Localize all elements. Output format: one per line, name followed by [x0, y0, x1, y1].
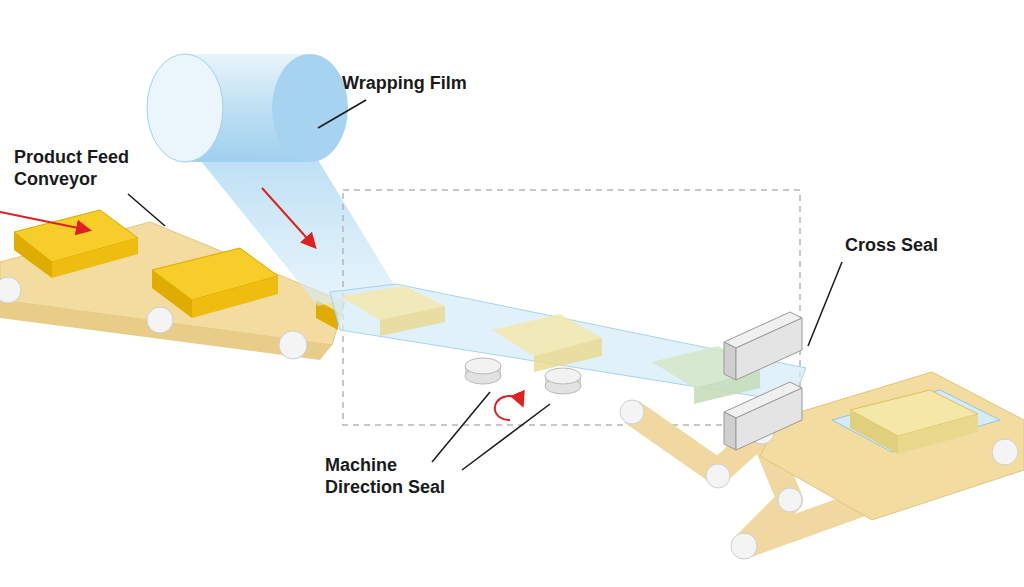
md-seal-rollers	[465, 358, 581, 420]
leader-lines	[128, 100, 842, 470]
film-tube	[330, 284, 806, 404]
cross-seal-label: Cross Seal	[845, 234, 1005, 256]
conveyor-label: Product Feed Conveyor	[14, 146, 154, 190]
md-seal-label: Machine Direction Seal	[325, 454, 465, 498]
film-label: Wrapping Film	[342, 72, 522, 94]
discharge-conveyor	[620, 372, 1024, 559]
cross-seal-bars	[724, 312, 802, 450]
